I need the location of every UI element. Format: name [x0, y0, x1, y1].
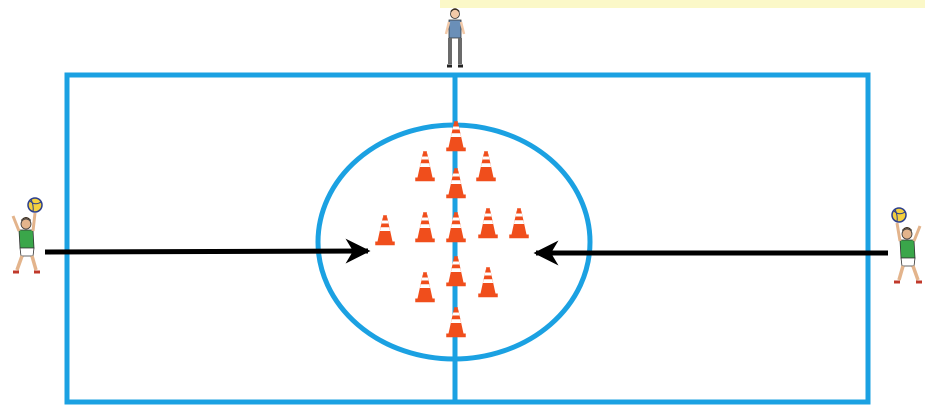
cones-group — [375, 121, 529, 338]
cone-icon — [415, 212, 435, 243]
court-boundary — [64, 72, 871, 405]
cone-icon — [446, 256, 466, 287]
cone-icon — [415, 151, 435, 182]
cone-icon — [509, 208, 529, 239]
court — [64, 72, 871, 405]
cone-icon — [478, 267, 498, 298]
volleyball-icon — [891, 207, 907, 223]
left-arrow — [44, 238, 371, 264]
volleyball-icon — [27, 197, 43, 213]
cone-icon — [476, 151, 496, 182]
cone-icon — [375, 215, 395, 246]
cone-icon — [446, 212, 466, 243]
top-highlight-band — [440, 0, 925, 8]
cone-icon — [446, 168, 466, 199]
left-player-icon — [11, 197, 43, 274]
right-player-icon — [891, 207, 922, 284]
cone-icon — [478, 208, 498, 239]
cone-icon — [415, 272, 435, 303]
referee-icon — [444, 8, 466, 68]
cone-icon — [446, 307, 466, 338]
